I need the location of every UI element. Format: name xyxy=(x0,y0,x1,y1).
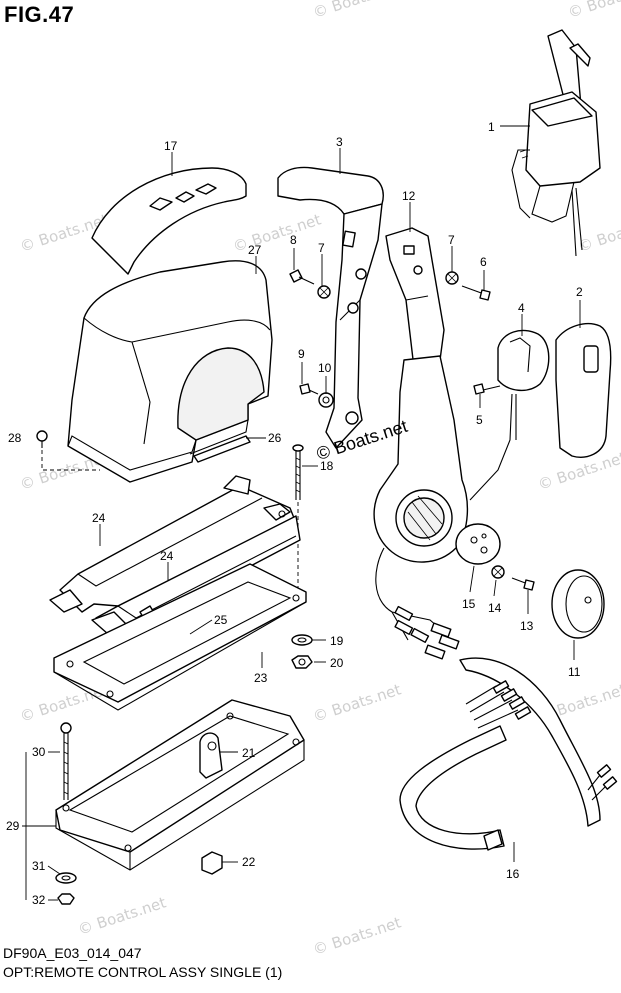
part-number-19: 19 xyxy=(330,634,344,648)
part-number-10: 10 xyxy=(318,361,332,375)
part-number-32: 32 xyxy=(32,893,46,907)
top-cover xyxy=(91,167,247,275)
main-case xyxy=(67,260,273,483)
screw-13 xyxy=(511,577,535,591)
mounting-bracket-upper xyxy=(49,475,295,613)
part-number-7: 7 xyxy=(318,241,325,255)
part-number-4: 4 xyxy=(518,301,525,315)
remote-control-box-assembly xyxy=(511,29,601,257)
part-number-6: 6 xyxy=(480,255,487,269)
washer-31 xyxy=(55,872,77,884)
part-number-20: 20 xyxy=(330,656,344,670)
watermark: © Boats.net xyxy=(576,210,621,255)
part-number-3: 3 xyxy=(336,135,343,149)
screw-5 xyxy=(473,383,501,395)
nut-32 xyxy=(57,893,75,905)
screw-6 xyxy=(461,285,491,301)
part-number-2: 2 xyxy=(576,285,583,299)
part-number-31: 31 xyxy=(32,859,46,873)
part-number-9: 9 xyxy=(298,347,305,361)
part-number-16: 16 xyxy=(506,867,520,881)
washer-14 xyxy=(491,565,505,579)
part-number-24: 24 xyxy=(160,549,174,563)
part-number-8: 8 xyxy=(290,233,297,247)
part-number-12: 12 xyxy=(402,189,416,203)
cover-11 xyxy=(551,569,605,639)
watermark: © Boats.net xyxy=(311,0,404,22)
part-number-28: 28 xyxy=(8,431,22,445)
watermark: © Boats.net xyxy=(566,0,621,22)
washer-10 xyxy=(318,392,334,408)
washer-19 xyxy=(291,634,313,646)
figure-title: FIG.47 xyxy=(4,2,75,27)
neutral-switch xyxy=(469,329,550,501)
screw-9 xyxy=(299,383,319,395)
part-number-30: 30 xyxy=(32,745,46,759)
part-number-24: 24 xyxy=(92,511,106,525)
part-number-11: 11 xyxy=(568,665,581,679)
part-number-14: 14 xyxy=(488,601,502,615)
washer-7b xyxy=(445,271,459,285)
screw-18 xyxy=(292,444,304,600)
screw-8 xyxy=(289,269,315,285)
part-number-17: 17 xyxy=(164,139,178,153)
clip-22 xyxy=(201,851,223,875)
washer-7a xyxy=(317,285,331,299)
part-number-23: 23 xyxy=(254,671,268,685)
screw-28 xyxy=(36,430,100,471)
control-arm xyxy=(373,355,469,563)
spacer-plate xyxy=(193,435,251,463)
part-number-15: 15 xyxy=(462,597,476,611)
figure-caption: OPT:REMOTE CONTROL ASSY SINGLE (1) xyxy=(3,964,283,980)
shift-bracket xyxy=(385,227,445,369)
watermark: © Boats.net xyxy=(311,680,404,725)
figure-code: DF90A_E03_014_047 xyxy=(3,945,142,961)
part-number-21: 21 xyxy=(242,746,256,760)
part-number-22: 22 xyxy=(242,855,256,869)
part-number-26: 26 xyxy=(268,431,282,445)
lever-arm xyxy=(277,166,384,449)
screw-30 xyxy=(60,722,72,800)
base-frame xyxy=(55,699,305,871)
part-labels: 1 2 3 4 5 6 7 7 8 9 10 11 12 13 14 15 16… xyxy=(6,120,583,907)
part-number-18: 18 xyxy=(320,459,334,473)
nut-20 xyxy=(291,655,313,669)
part-number-13: 13 xyxy=(520,619,534,633)
wiring-harness xyxy=(375,547,618,851)
clamp-21 xyxy=(199,732,223,779)
part-number-27: 27 xyxy=(248,243,262,257)
watermark: © Boats.net xyxy=(76,893,169,938)
part-number-29: 29 xyxy=(6,819,20,833)
watermark: © Boats.net xyxy=(311,913,404,958)
gasket-frame xyxy=(53,563,307,711)
trim-switch-grip xyxy=(555,322,612,458)
part-number-25: 25 xyxy=(214,613,228,627)
watermark: © Boats.net xyxy=(231,210,324,255)
part-number-5: 5 xyxy=(476,413,483,427)
part-number-1: 1 xyxy=(488,120,495,134)
plate-15 xyxy=(455,523,501,565)
part-number-7: 7 xyxy=(448,233,455,247)
leader-lines xyxy=(22,125,581,901)
